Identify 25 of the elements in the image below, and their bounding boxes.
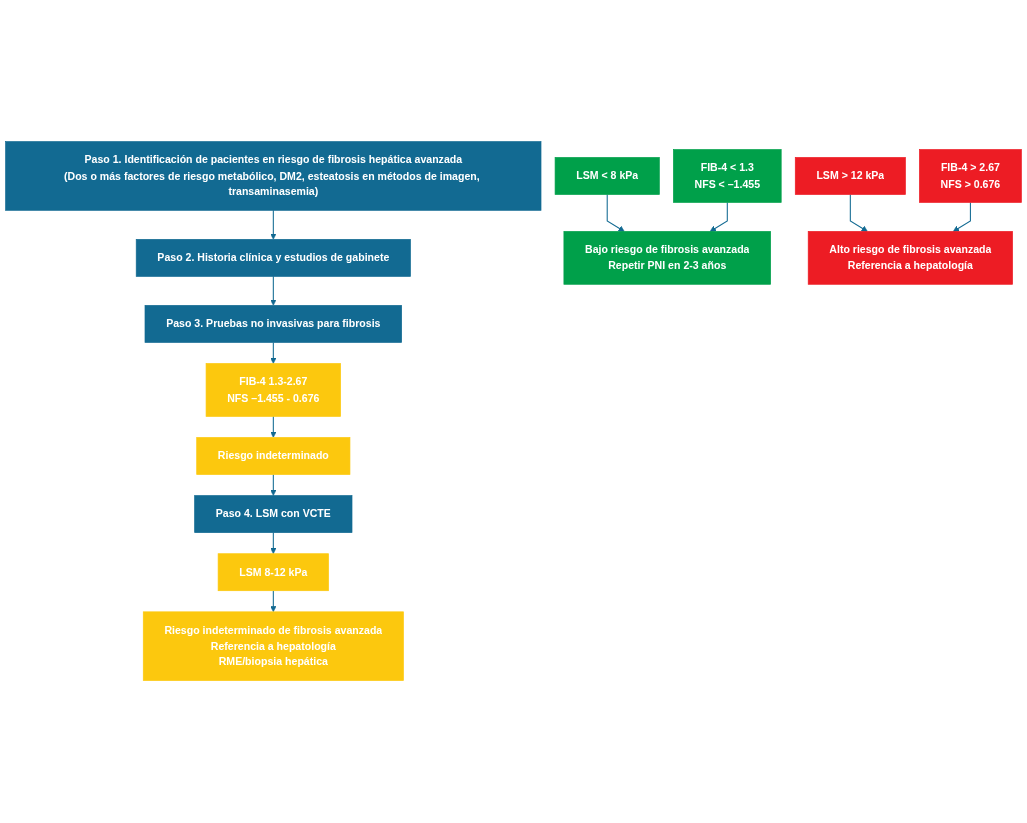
node-box: LSM < 8 kPa <box>554 157 660 196</box>
node-box: FIB-4 1.3-2.67 NFS –1.455 - 0.676 <box>205 363 341 418</box>
arrow <box>849 194 868 233</box>
node-box: Alto riesgo de fibrosis avanzada Referencia a hepatología <box>807 231 1013 286</box>
node-box: Riesgo indeterminado de fibrosis avanzada Referencia a hepatología RME/biopsia hepática <box>142 611 404 682</box>
node-box: Paso 1. Identificación de pacientes en riesgo de fibrosis hepática avanzada (Dos o más factores de riesgo metabólico, DM2, esteatosis en métodos de imagen, transaminasemia) <box>5 141 542 212</box>
node-box: Riesgo indeterminado <box>196 437 351 476</box>
arrow <box>270 210 277 241</box>
node-box: Bajo riesgo de fibrosis avanzada Repetir PNI en 2-3 años <box>563 231 771 286</box>
node-box: FIB-4 > 2.67 NFS > 0.676 <box>919 149 1022 204</box>
node-box: LSM 8-12 kPa <box>217 553 329 592</box>
arrow <box>709 202 728 233</box>
arrow <box>270 474 277 497</box>
node-box: FIB-4 < 1.3 NFS < –1.455 <box>673 149 782 204</box>
arrow <box>270 276 277 307</box>
arrow <box>606 194 625 233</box>
node-box: Paso 2. Historia clínica y estudios de gabinete <box>135 239 411 278</box>
arrow <box>953 202 971 233</box>
node-box: Paso 3. Pruebas no invasivas para fibrosis <box>144 305 402 344</box>
arrow <box>270 416 277 439</box>
node-box: LSM > 12 kPa <box>794 157 906 196</box>
arrow <box>270 590 277 613</box>
arrow <box>270 342 277 365</box>
arrow <box>270 532 277 555</box>
node-box: Paso 4. LSM con VCTE <box>194 495 353 534</box>
